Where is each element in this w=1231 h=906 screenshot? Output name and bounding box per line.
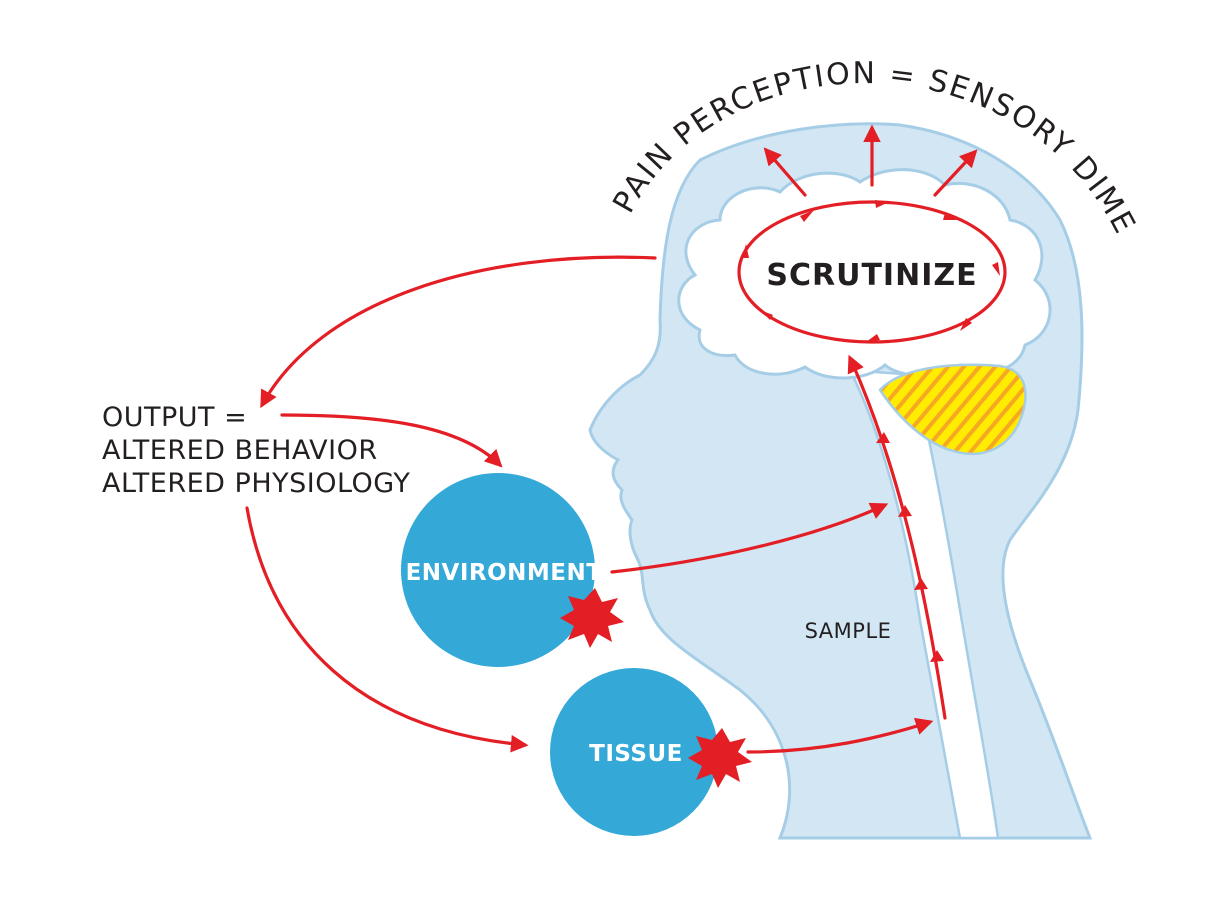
loop-arrowheads bbox=[742, 200, 1000, 342]
output-to-environment-arrow bbox=[280, 413, 503, 468]
spinal-chevrons bbox=[876, 432, 944, 662]
scrutinize-loop bbox=[737, 200, 1007, 344]
ascending-arrow bbox=[847, 354, 947, 720]
radiate-arrow-right bbox=[933, 149, 978, 197]
environment-to-spine-arrow bbox=[610, 502, 889, 574]
environment-circle bbox=[401, 473, 595, 667]
environment-label: ENVIRONMENT bbox=[406, 560, 603, 586]
sample-label: SAMPLE bbox=[805, 619, 892, 643]
output-to-tissue-arrow bbox=[245, 506, 529, 753]
starburst-icon bbox=[560, 588, 624, 648]
output-line-3: ALTERED PHYSIOLOGY bbox=[102, 468, 410, 499]
tissue-label: TISSUE bbox=[589, 741, 683, 767]
tissue-circle bbox=[550, 668, 718, 836]
cerebellum bbox=[878, 363, 1027, 455]
starburst-icon bbox=[688, 728, 752, 788]
scrutinize-label: SCRUTINIZE bbox=[766, 258, 977, 293]
radiate-arrow-left bbox=[763, 147, 807, 197]
output-line-2: ALTERED BEHAVIOR bbox=[102, 435, 378, 466]
output-line-1: OUTPUT = bbox=[102, 402, 247, 433]
tissue-to-spine-arrow bbox=[746, 717, 934, 754]
brain-to-output-arrow bbox=[260, 255, 657, 409]
